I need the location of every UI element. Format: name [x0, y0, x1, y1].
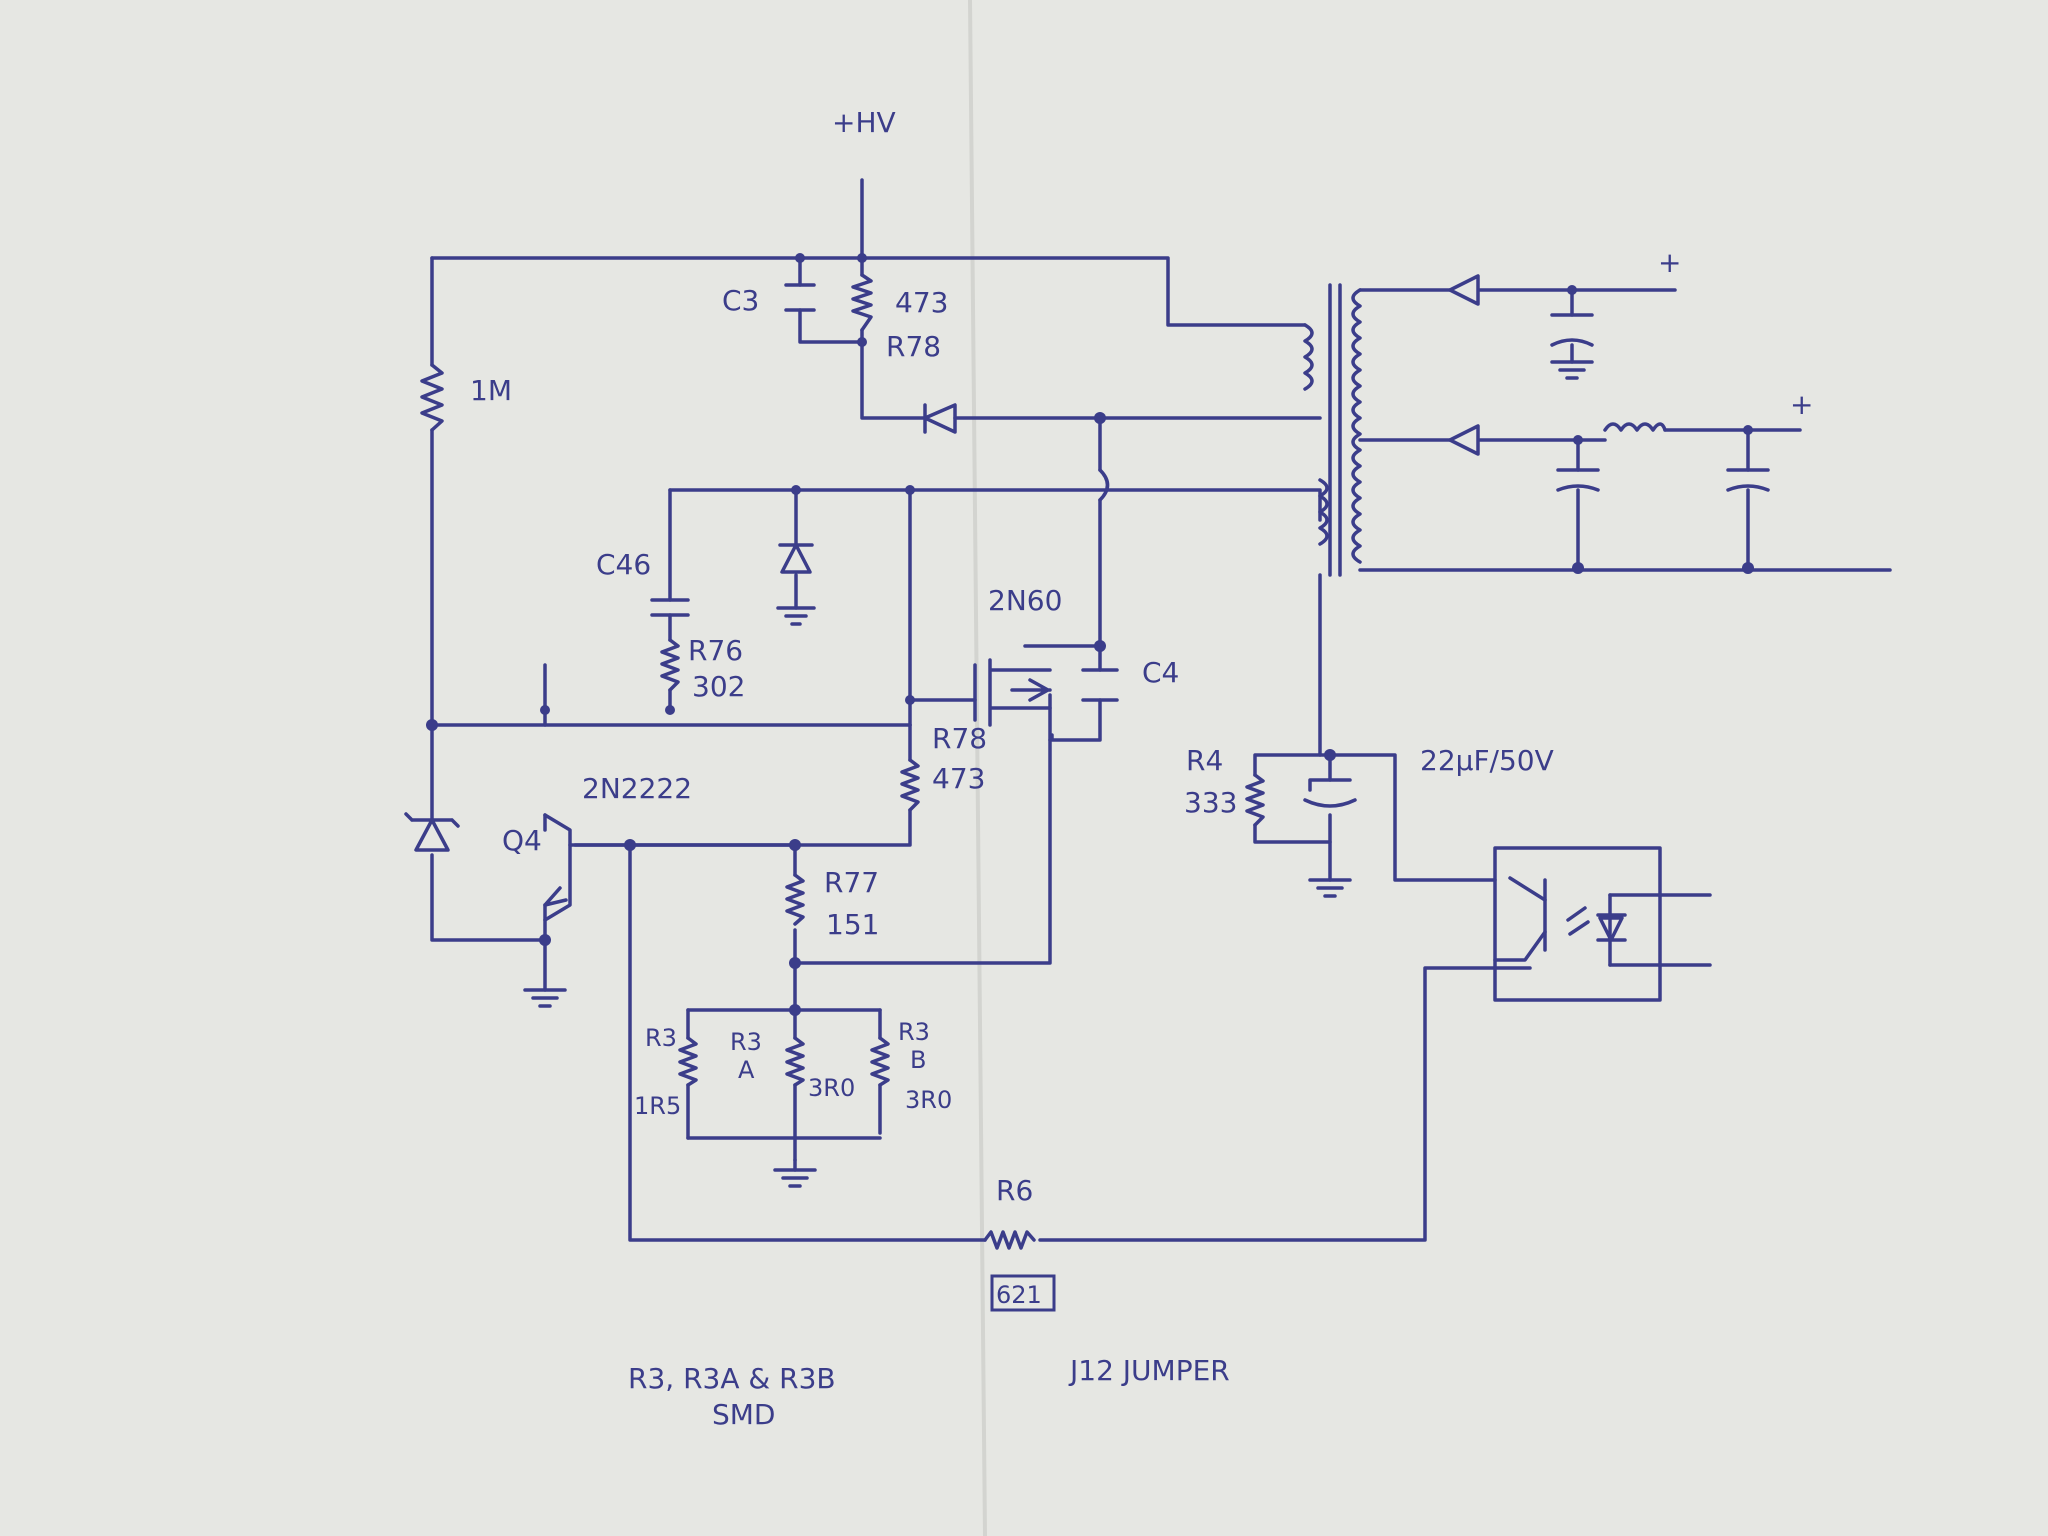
zener-diode-c46: [776, 543, 816, 626]
label-r4-name: R4: [1186, 744, 1223, 777]
resistor-r3b: [870, 1036, 890, 1087]
label-r78-mid-val: 473: [932, 762, 985, 795]
capacitor-output-1: [1550, 313, 1594, 347]
optocoupler-led: [1566, 906, 1627, 942]
label-r3b-sub: B: [910, 1046, 926, 1074]
junction-dots: [426, 253, 1754, 1016]
mosfet-2n60: [973, 658, 1052, 727]
note-smd-line2: SMD: [712, 1398, 776, 1431]
ground-symbols: [523, 360, 1594, 1188]
resistor-r76: [660, 638, 680, 692]
label-r3-name: R3: [645, 1024, 677, 1052]
labels: +HV C3 473 R78 1M C46 R76 302 2N60 C4 R7…: [470, 106, 1813, 1431]
label-q4: Q4: [502, 824, 542, 857]
diode-top: [923, 403, 957, 434]
resistor-1m: [420, 363, 444, 432]
resistor-r78-mid: [900, 758, 920, 812]
label-r3a-name: R3: [730, 1028, 762, 1056]
label-r76-name: R76: [688, 634, 743, 667]
label-r3b-val: 3R0: [905, 1086, 952, 1114]
resistor-r78-top: [851, 273, 873, 332]
capacitor-c3: [784, 283, 816, 312]
label-r6-val: 621: [996, 1281, 1042, 1309]
label-1m: 1M: [470, 374, 512, 407]
r6-value-box: [990, 1274, 1056, 1312]
label-r77-val: 151: [826, 908, 879, 941]
resistor-r4: [1245, 773, 1265, 827]
label-r76-val: 302: [692, 670, 745, 703]
diode-output-2: [1448, 424, 1480, 456]
label-r3b-name: R3: [898, 1018, 930, 1046]
zener-diode-q4: [404, 812, 460, 852]
resistor-r77: [785, 873, 805, 926]
label-r77-name: R77: [824, 866, 879, 899]
capacitor-c46: [650, 598, 690, 617]
label-c4: C4: [1142, 656, 1179, 689]
capacitor-output-2: [1556, 468, 1600, 492]
label-c3: C3: [722, 284, 759, 317]
label-c46: C46: [596, 548, 651, 581]
label-bjt: 2N2222: [582, 772, 692, 805]
label-r6-name: R6: [996, 1174, 1033, 1207]
resistor-r3a: [785, 1036, 805, 1087]
transformer: [1303, 283, 1362, 577]
label-r78-mid-name: R78: [932, 722, 987, 755]
label-mosfet: 2N60: [988, 584, 1062, 617]
label-22uf: 22µF/50V: [1420, 744, 1554, 777]
bjt-emitter-arrow: [543, 886, 568, 907]
paper-fold: [968, 0, 987, 1536]
label-plus-1: +: [1658, 246, 1681, 279]
capacitor-22uf: [1303, 778, 1357, 808]
label-hv: +HV: [832, 106, 896, 139]
label-r3a-val: 3R0: [808, 1074, 855, 1102]
note-jumper: J12 JUMPER: [1068, 1354, 1230, 1387]
label-r4-val: 333: [1184, 786, 1237, 819]
label-r78-top-name: R78: [886, 330, 941, 363]
label-r3a-sub: A: [738, 1056, 755, 1084]
label-r78-top-val: 473: [895, 286, 948, 319]
label-r3-val: 1R5: [634, 1092, 681, 1120]
resistor-r6: [983, 1230, 1036, 1250]
capacitor-c4: [1081, 668, 1119, 702]
resistor-r3: [678, 1036, 698, 1087]
inductor-output: [1603, 422, 1667, 432]
label-plus-2: +: [1790, 388, 1813, 421]
capacitor-output-3: [1726, 468, 1770, 492]
note-smd-line1: R3, R3A & R3B: [628, 1362, 836, 1395]
diode-output-1: [1448, 274, 1480, 306]
